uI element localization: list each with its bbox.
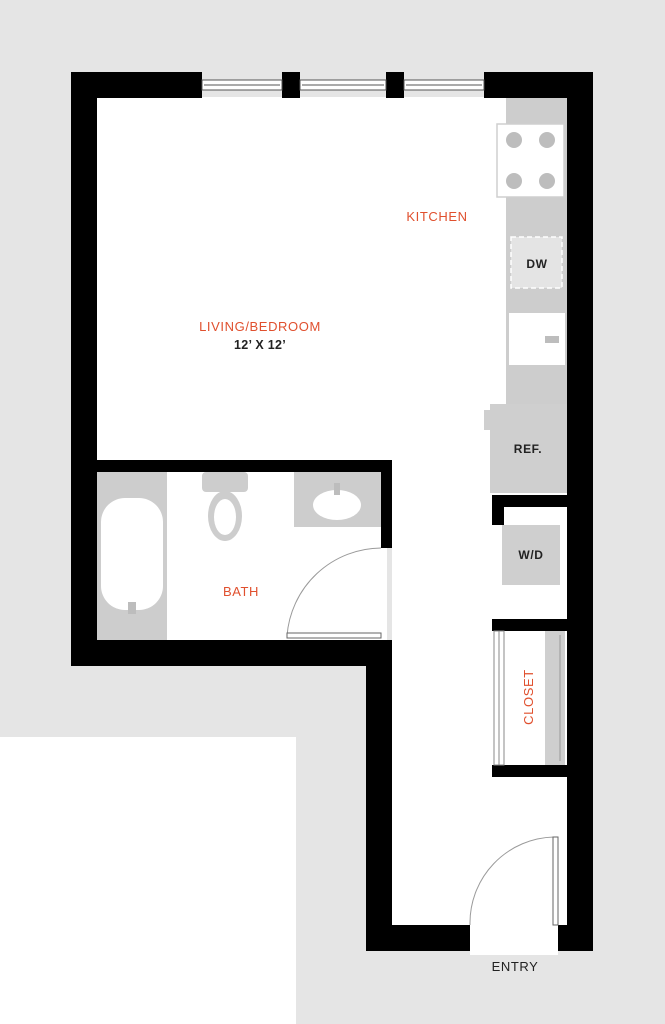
bath-door-icon <box>286 547 382 639</box>
wall-hall-left <box>366 640 392 951</box>
living-dimensions: 12’ X 12’ <box>234 338 286 352</box>
dishwasher-label: DW <box>526 257 547 271</box>
wall-bottom-left <box>366 925 470 951</box>
exterior-lot <box>0 737 296 1024</box>
wall-bath-bottom <box>71 640 392 666</box>
entry-label: ENTRY <box>492 959 539 974</box>
wall-wd-top <box>492 495 567 507</box>
entry-opening <box>470 925 558 955</box>
window-mullion-2 <box>386 72 404 98</box>
wall-wd-stub <box>492 495 504 525</box>
toilet-icon <box>202 472 248 541</box>
refrigerator-icon <box>484 404 567 493</box>
window-mullion-1 <box>282 72 300 98</box>
living-floor <box>97 97 567 464</box>
entry-door-icon <box>469 836 559 926</box>
living-bedroom-label: LIVING/BEDROOM <box>199 319 321 334</box>
walls <box>71 72 593 951</box>
washer-dryer-label: W/D <box>518 548 543 562</box>
wall-bottom-right <box>558 925 593 951</box>
wall-left <box>71 72 97 666</box>
refrigerator-label: REF. <box>514 442 542 456</box>
washer-dryer-icon <box>502 525 560 585</box>
wall-bath-top <box>97 460 392 472</box>
bath-sink-icon <box>294 472 381 527</box>
kitchen-sink-icon <box>509 313 565 365</box>
wall-bath-right <box>381 460 392 548</box>
bathtub-icon <box>97 472 167 640</box>
wall-closet-bottom <box>492 765 567 777</box>
wall-right <box>567 72 593 951</box>
closet-label: CLOSET <box>521 669 536 725</box>
closet-storage <box>493 630 565 766</box>
wall-closet-top <box>492 619 567 631</box>
windows <box>201 79 485 91</box>
closet-slider-door-1 <box>493 630 500 766</box>
stove-icon <box>496 123 565 198</box>
dishwasher-icon <box>510 236 563 289</box>
closet-slider-door-2 <box>498 630 505 766</box>
kitchen-label: KITCHEN <box>406 209 467 224</box>
bath-label: BATH <box>223 584 259 599</box>
